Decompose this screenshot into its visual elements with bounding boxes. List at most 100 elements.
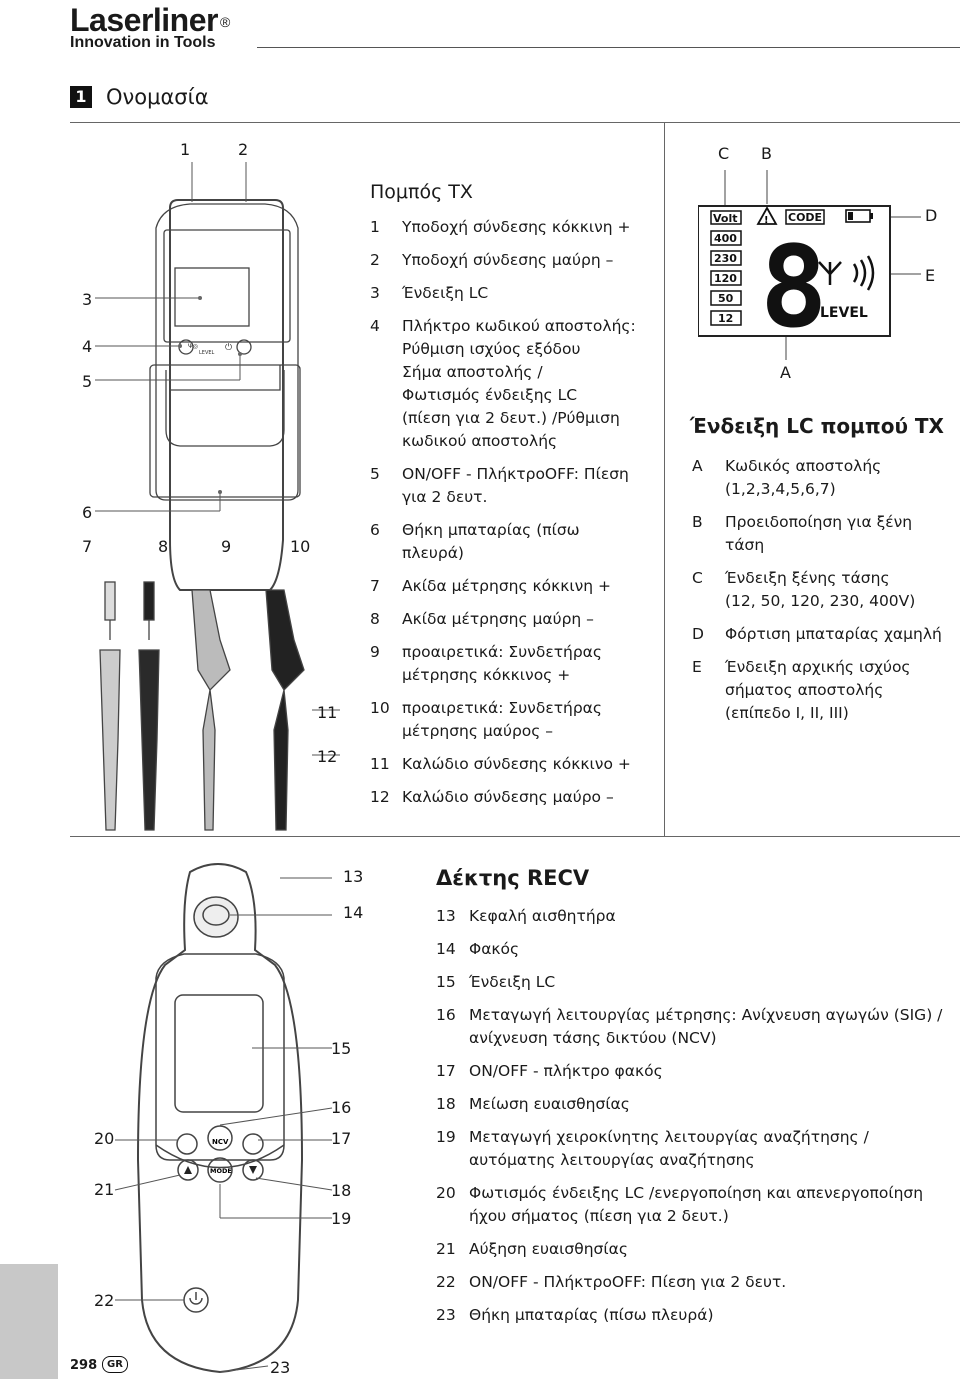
list-item-number: 10 — [370, 699, 390, 717]
list-item-line: πλευρά) — [402, 544, 464, 562]
list-item-number: A — [692, 457, 703, 475]
brand-tagline: Innovation in Tools — [70, 34, 216, 51]
list-item-line: Υποδοχή σύνδεσης κόκκινη + — [402, 218, 631, 236]
list-item-text: Θήκη μπαταρίας (πίσω πλευρά) — [469, 1304, 714, 1327]
list-item-text: Αύξηση ευαισθησίας — [469, 1238, 628, 1261]
list-item-line: τάση — [725, 536, 765, 554]
list-item-line: αυτόματης λειτουργίας αναζήτησης — [469, 1151, 755, 1169]
list-item-number: 23 — [436, 1306, 456, 1324]
list-item-number: 5 — [370, 465, 380, 483]
rx-callout-15: 15 — [331, 1039, 352, 1058]
list-item-text: Ένδειξη LC — [402, 282, 488, 305]
list-item-line: για 2 δευτ. — [402, 488, 488, 506]
list-item-number: E — [692, 658, 702, 676]
lcd-400: 400 — [714, 232, 737, 245]
rx-title: Δέκτης RECV — [436, 866, 590, 890]
list-item-line: Υποδοχή σύνδεσης μαύρη – — [402, 251, 614, 269]
list-item-line: κωδικού αποστολής — [402, 432, 558, 450]
lcd-callout-a: A — [780, 363, 791, 382]
list-item-number: 18 — [436, 1095, 456, 1113]
side-tab — [0, 1264, 58, 1379]
list-item-number: 21 — [436, 1240, 456, 1258]
list-item-line: ON/OFF - πλήκτρο φακός — [469, 1062, 663, 1080]
list-item-text: ON/OFF - ΠλήκτροOFF: Πίεση για 2 δευτ. — [469, 1271, 786, 1294]
tx-callout-3: 3 — [82, 290, 93, 309]
tx-callout-8: 8 — [158, 537, 169, 556]
section-number: 1 — [70, 86, 92, 108]
list-item-number: 19 — [436, 1128, 456, 1146]
list-item-line: (1,2,3,4,5,6,7) — [725, 480, 836, 498]
list-item-text: Μεταγωγή χειροκίνητης λειτουργίας αναζήτ… — [469, 1126, 869, 1172]
list-item-text: Μεταγωγή λειτουργίας μέτρησης: Ανίχνευση… — [469, 1004, 942, 1050]
list-item: 11 Καλώδιο σύνδεσης κόκκινο + — [370, 753, 660, 776]
tx-level-label: LEVEL — [199, 350, 215, 356]
tx-callout-4: 4 — [82, 337, 93, 356]
list-item: 19 Μεταγωγή χειροκίνητης λειτουργίας αναζ… — [436, 1126, 958, 1172]
list-item-number: 8 — [370, 610, 380, 628]
list-item-number: 11 — [370, 755, 390, 773]
list-item-line: σήματος αποστολής — [725, 681, 884, 699]
list-item: 12 Καλώδιο σύνδεσης μαύρο – — [370, 786, 660, 809]
list-item-line: Καλώδιο σύνδεσης κόκκινο + — [402, 755, 631, 773]
list-item-number: 12 — [370, 788, 390, 806]
tx-callout-12: 12 — [317, 747, 338, 766]
list-item-line: Αύξηση ευαισθησίας — [469, 1240, 628, 1258]
header-rule — [257, 47, 960, 48]
list-item-line: Ρύθμιση ισχύος εξόδου — [402, 340, 581, 358]
list-item-line: Ένδειξη LC — [469, 973, 556, 991]
rx-callout-20: 20 — [94, 1129, 115, 1148]
list-item-line: ON/OFF - ΠλήκτροOFF: Πίεση για 2 δευτ. — [469, 1273, 787, 1291]
page-number: 298 — [70, 1358, 98, 1373]
list-item-text: Ακίδα μέτρησης μαύρη – — [402, 608, 594, 631]
lcd-12: 12 — [718, 312, 733, 325]
list-item-text: Ακίδα μέτρησης κόκκινη + — [402, 575, 611, 598]
list-item-number: 2 — [370, 251, 380, 269]
column-divider — [664, 122, 665, 837]
list-item-text: Φόρτιση μπαταρίας χαμηλή — [725, 623, 942, 646]
list-item-text: ON/OFF - πλήκτρο φακός — [469, 1060, 663, 1083]
up-arrow-icon — [184, 1166, 192, 1174]
list-item-text: Πλήκτρο κωδικού αποστολής:Ρύθμιση ισχύος… — [402, 315, 636, 453]
tx-callout-2: 2 — [238, 140, 249, 159]
list-item: 8 Ακίδα μέτρησης μαύρη – — [370, 608, 660, 631]
tx-illustration: Ψ◎ LEVEL ⏻ — [95, 162, 340, 831]
list-item-line: Σήμα αποστολής / — [402, 363, 543, 381]
language-badge: GR — [102, 1356, 128, 1373]
tx-callout-7: 7 — [82, 537, 93, 556]
list-item: 21 Αύξηση ευαισθησίας — [436, 1238, 958, 1261]
brand-logo: Laserliner® — [70, 2, 230, 38]
list-item-number: 1 — [370, 218, 380, 236]
tx-callout-1: 1 — [180, 140, 191, 159]
rx-callout-21: 21 — [94, 1180, 115, 1199]
list-item-line: ανίχνευση τάσης δικτύου (NCV) — [469, 1029, 717, 1047]
tx-parts-list: 1 Υποδοχή σύνδεσης κόκκινη + 2 Υποδοχή σύνδ… — [370, 216, 660, 809]
lcd-illustration: Volt 400 230 120 50 12 CODE LEVEL ! 8 — [698, 170, 921, 360]
signal-waves-icon — [852, 255, 875, 291]
lcd-big-digit: 8 — [760, 223, 827, 353]
list-item-line: Κεφαλή αισθητήρα — [469, 907, 616, 925]
list-item-number: 7 — [370, 577, 380, 595]
list-item-line: Προειδοποίηση για ξένη — [725, 513, 913, 531]
list-item-line: Κωδικός αποστολής — [725, 457, 882, 475]
list-item-text: Καλώδιο σύνδεσης μαύρο – — [402, 786, 614, 809]
warning-icon — [756, 206, 778, 225]
lcd-title: Ένδειξη LC πομπού TX — [690, 414, 944, 438]
list-item-number: D — [692, 625, 704, 643]
list-item-text: Υποδοχή σύνδεσης μαύρη – — [402, 249, 613, 272]
lcd-callout-d: D — [925, 206, 938, 225]
